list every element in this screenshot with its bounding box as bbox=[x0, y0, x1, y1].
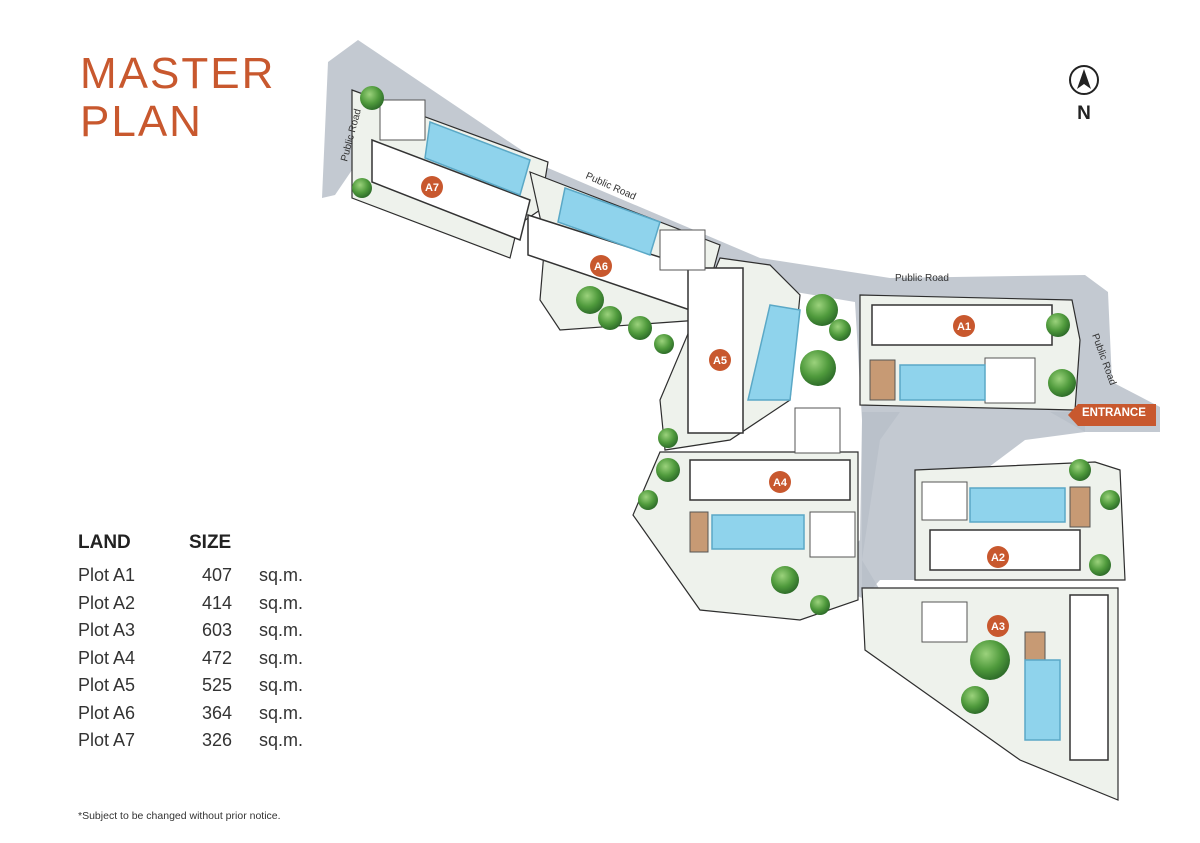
plot-name: Plot A5 bbox=[78, 675, 136, 695]
table-row: Plot A7 326 sq.m. bbox=[78, 727, 319, 755]
table-row: Plot A5 525 sq.m. bbox=[78, 672, 319, 700]
page-title: MASTER PLAN bbox=[80, 50, 275, 146]
plot-size: 364 bbox=[201, 702, 232, 723]
plot-unit: sq.m. bbox=[259, 647, 304, 668]
villa-buildings bbox=[371, 138, 1109, 761]
plot-name: Plot A7 bbox=[78, 730, 136, 750]
plot-label-a3: A3 bbox=[991, 621, 1005, 633]
header-size: SIZE bbox=[189, 532, 232, 553]
plot-unit: sq.m. bbox=[259, 702, 304, 723]
plot-marker-a2[interactable] bbox=[987, 546, 1009, 568]
title-line-1: MASTER bbox=[80, 49, 276, 98]
compass: N bbox=[1068, 64, 1100, 125]
parking-and-decks bbox=[379, 99, 1091, 663]
plot-label-a7: A7 bbox=[425, 182, 439, 194]
plot-unit: sq.m. bbox=[259, 592, 304, 613]
entrance-marker: ENTRANCE bbox=[1068, 404, 1156, 426]
plot-label-a1: A1 bbox=[957, 321, 971, 333]
plot-size: 603 bbox=[201, 620, 232, 640]
table-row: Plot A6 364 sq.m. bbox=[78, 700, 319, 728]
table-row: Plot A1 407 sq.m. bbox=[78, 562, 319, 590]
disclaimer-note: *Subject to be changed without prior not… bbox=[78, 810, 281, 822]
plot-markers: A1 A2 A3 A4 A5 A6 A7 bbox=[421, 176, 1009, 637]
table-row: Plot A4 472 sq.m. bbox=[78, 645, 319, 673]
plot-size: 525 bbox=[201, 675, 232, 695]
plot-marker-a4[interactable] bbox=[769, 471, 791, 493]
plot-unit: sq.m. bbox=[259, 620, 304, 640]
plot-name: Plot A1 bbox=[78, 565, 136, 585]
plot-marker-a7[interactable] bbox=[421, 176, 443, 198]
plot-label-a2: A2 bbox=[991, 552, 1005, 564]
plot-marker-a1[interactable] bbox=[953, 315, 975, 337]
title-line-2: PLAN bbox=[80, 97, 203, 146]
plot-name: Plot A3 bbox=[78, 620, 136, 640]
plot-unit: sq.m. bbox=[259, 675, 304, 695]
landscape-trees bbox=[352, 86, 1120, 714]
table-header: LAND SIZE bbox=[78, 532, 319, 554]
plot-size: 472 bbox=[201, 647, 232, 668]
plot-name: Plot A2 bbox=[78, 592, 136, 613]
plot-size: 414 bbox=[201, 592, 232, 613]
table-row: Plot A3 603 sq.m. bbox=[78, 617, 319, 645]
plot-label-a4: A4 bbox=[773, 477, 788, 489]
plot-label-a6: A6 bbox=[594, 261, 608, 273]
plot-name: Plot A6 bbox=[78, 702, 136, 723]
road-label-north-b: Public Road bbox=[895, 273, 949, 284]
plot-name: Plot A4 bbox=[78, 647, 136, 668]
table-row: Plot A2 414 sq.m. bbox=[78, 590, 319, 618]
plot-unit: sq.m. bbox=[259, 565, 304, 585]
entrance-arrow-icon bbox=[1068, 404, 1156, 426]
plot-marker-a3[interactable] bbox=[987, 615, 1009, 637]
plot-marker-a5[interactable] bbox=[709, 349, 731, 371]
plot-marker-a6[interactable] bbox=[590, 255, 612, 277]
entrance-label: ENTRANCE bbox=[1082, 407, 1146, 419]
land-size-table: LAND SIZE Plot A1 407 sq.m. Plot A2 414 … bbox=[78, 532, 319, 755]
plot-size: 407 bbox=[201, 565, 232, 585]
north-arrow-icon bbox=[1069, 65, 1099, 95]
compass-label: N bbox=[1077, 103, 1091, 124]
plot-size: 326 bbox=[201, 730, 232, 750]
plot-label-a5: A5 bbox=[713, 355, 727, 367]
swimming-pools bbox=[424, 120, 1066, 741]
header-land: LAND bbox=[78, 532, 131, 553]
plot-unit: sq.m. bbox=[259, 730, 304, 750]
